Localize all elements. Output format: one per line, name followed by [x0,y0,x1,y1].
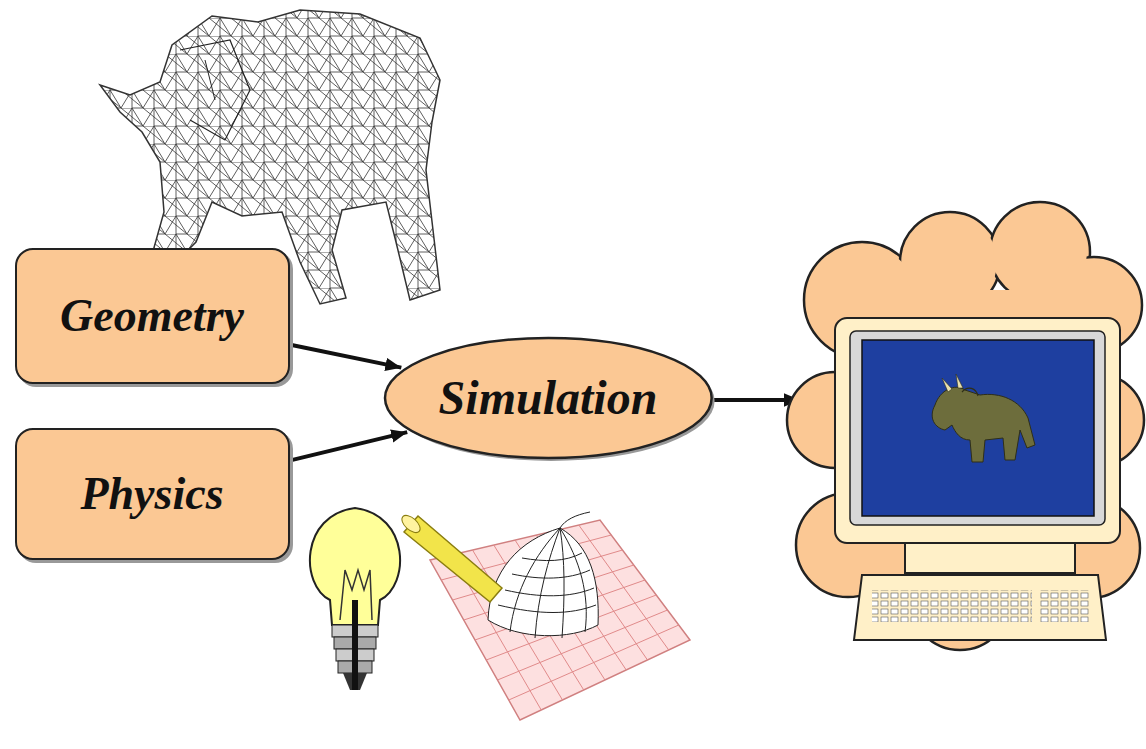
process-ellipse: Simulation [383,336,714,460]
surface-grid [430,512,690,720]
output-arrow [712,398,800,402]
input-box: Physics [15,428,290,560]
flow-arrow [290,345,401,368]
text-group: Geometry [60,291,244,342]
yellow-probe [399,512,502,602]
wireframe-surface [488,512,598,638]
node-label: Geometry [60,291,244,342]
flow-arrow [290,432,407,460]
input-box: Geometry [15,248,290,384]
text-group: Simulation [439,372,658,425]
text-group: Physics [80,469,223,520]
node-label: Simulation [439,372,658,425]
light-bulb [310,508,400,690]
dinosaur-figure [932,374,1035,462]
node-label: Physics [80,469,223,520]
ellipse-body [385,338,712,458]
computer-monitor [835,318,1120,640]
thought-cloud [787,202,1144,650]
